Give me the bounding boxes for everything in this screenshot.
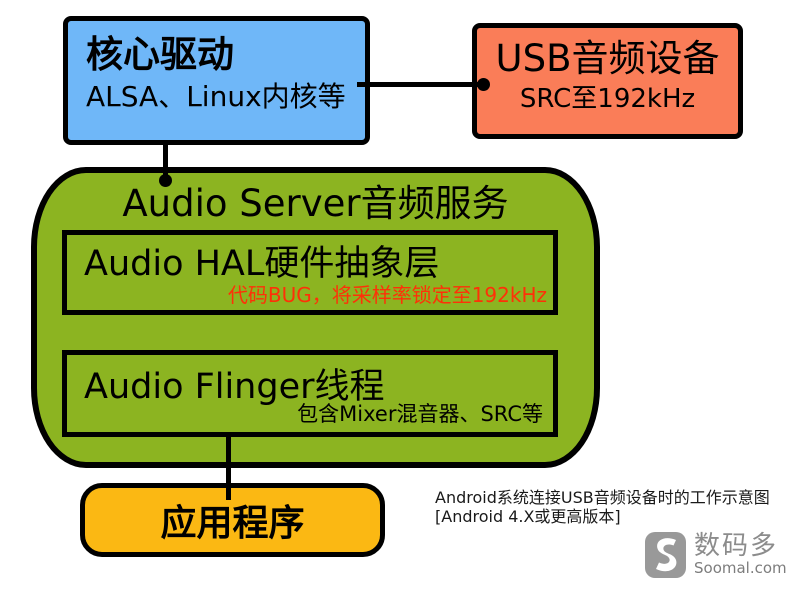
application-title: 应用程序 (160, 503, 305, 544)
caption-line-2: [Android 4.X或更高版本] (435, 507, 621, 526)
usb-device-subtitle: SRC至192kHz (519, 84, 696, 114)
core-driver-subtitle: ALSA、Linux内核等 (86, 80, 346, 113)
usb-device-title: USB音频设备 (495, 37, 720, 80)
soomal-logo-name: 数码多 (694, 531, 779, 561)
soomal-logo: 数码多 Soomal.com (645, 532, 787, 578)
connector-core-to-server-line (163, 140, 168, 180)
node-application: 应用程序 (80, 483, 385, 557)
connector-core-to-usb-line (357, 82, 483, 87)
node-audio-server: Audio Server音频服务 (31, 167, 600, 468)
node-core-driver: 核心驱动 ALSA、Linux内核等 (63, 16, 370, 145)
audio-hal-title: Audio HAL硬件抽象层 (84, 244, 440, 284)
node-audio-hal: Audio HAL硬件抽象层 代码BUG，将采样率锁定至192kHz (62, 230, 558, 315)
caption-line-1: Android系统连接USB音频设备时的工作示意图 (435, 488, 770, 507)
node-usb-audio-device: USB音频设备 SRC至192kHz (472, 23, 743, 139)
soomal-logo-domain: Soomal.com (694, 559, 787, 577)
audio-server-title: Audio Server音频服务 (122, 182, 509, 225)
diagram-caption: Android系统连接USB音频设备时的工作示意图 [Android 4.X或更… (435, 488, 785, 526)
core-driver-title: 核心驱动 (86, 33, 234, 76)
audio-flinger-title: Audio Flinger线程 (84, 367, 385, 407)
soomal-s-glyph (655, 538, 676, 572)
connector-core-to-usb-dot (477, 78, 490, 91)
audio-hal-bug-note: 代码BUG，将采样率锁定至192kHz (227, 283, 547, 307)
soomal-logo-text: 数码多 Soomal.com (694, 532, 787, 578)
audio-flinger-note: 包含Mixer混音器、SRC等 (297, 402, 543, 426)
connector-server-to-app-line (226, 437, 231, 500)
node-audio-flinger: Audio Flinger线程 包含Mixer混音器、SRC等 (62, 350, 558, 437)
soomal-s-icon (645, 532, 686, 578)
connector-core-to-server-dot (159, 174, 172, 187)
